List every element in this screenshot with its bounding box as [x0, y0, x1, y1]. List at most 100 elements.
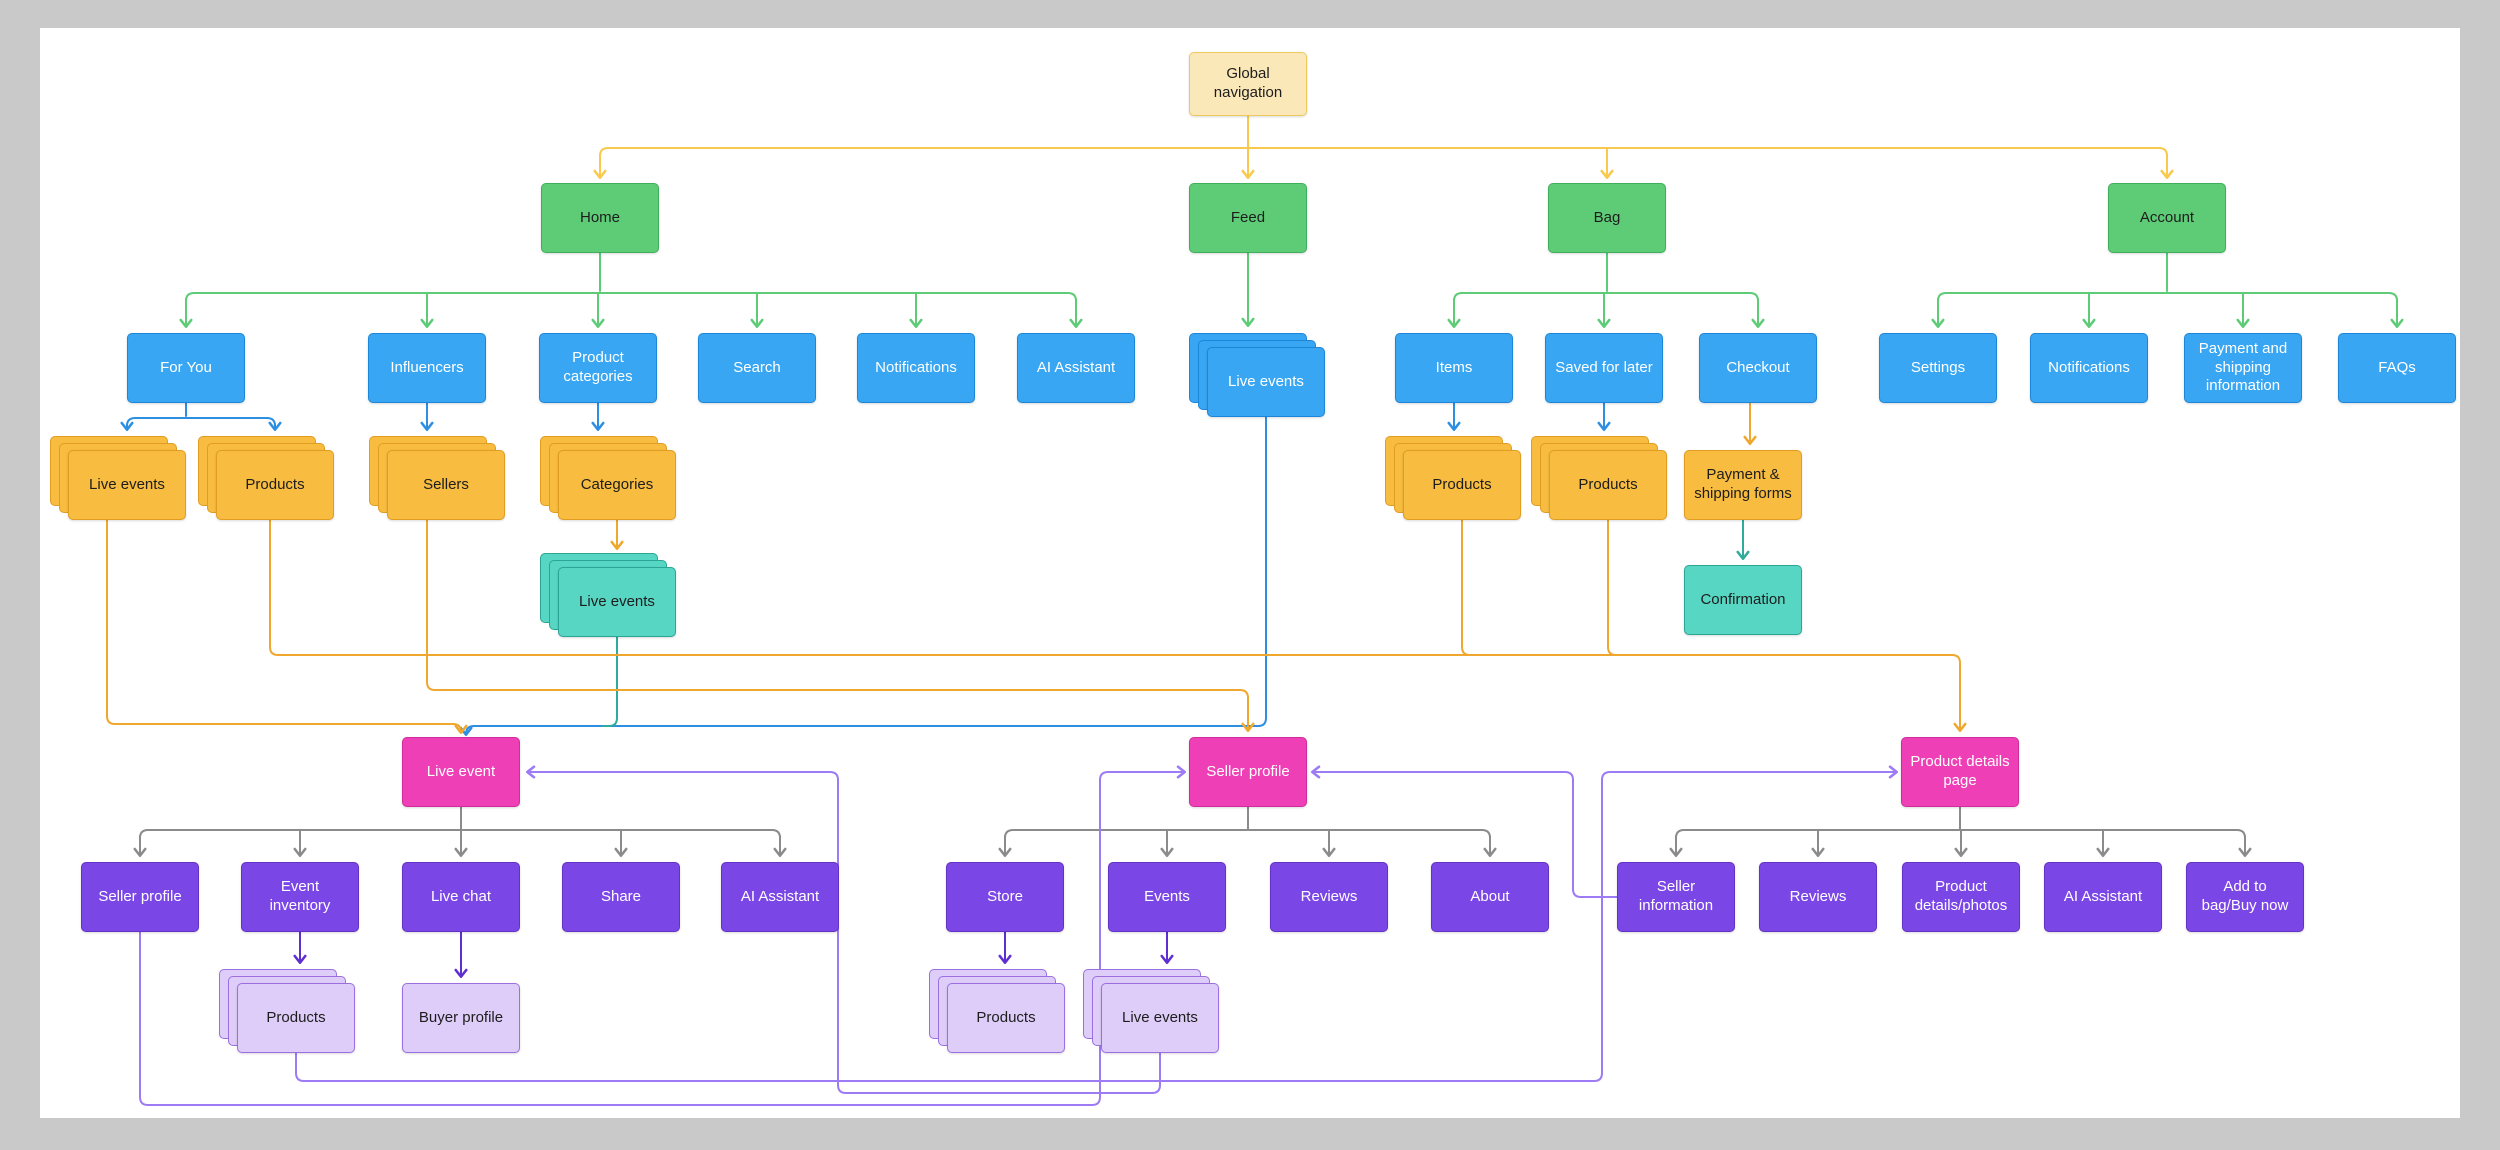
node-live-events-for-you[interactable]: Live events [50, 436, 186, 520]
node-influencers[interactable]: Influencers [368, 333, 486, 403]
node-card: Products [237, 983, 355, 1053]
node-card: Add to bag/Buy now [2186, 862, 2304, 932]
node-label: Payment and shipping information [2198, 339, 2288, 395]
node-checkout[interactable]: Checkout [1699, 333, 1817, 403]
node-label: Products [266, 1008, 326, 1026]
node-notifications-home[interactable]: Notifications [857, 333, 975, 403]
node-home[interactable]: Home [541, 183, 659, 253]
node-label: Products [1578, 475, 1638, 493]
node-feed[interactable]: Feed [1189, 183, 1307, 253]
node-live-event[interactable]: Live event [402, 737, 520, 807]
node-label: Buyer profile [418, 1008, 504, 1026]
node-label: Live events [89, 475, 165, 493]
node-products-for-you[interactable]: Products [198, 436, 334, 520]
node-label: Live events [579, 592, 655, 610]
node-add-to-bag-buy-now[interactable]: Add to bag/Buy now [2186, 862, 2304, 932]
node-product-details-photos[interactable]: Product details/photos [1902, 862, 2020, 932]
node-faqs[interactable]: FAQs [2338, 333, 2456, 403]
node-settings[interactable]: Settings [1879, 333, 1997, 403]
node-product-details-page[interactable]: Product details page [1901, 737, 2019, 807]
node-for-you[interactable]: For You [127, 333, 245, 403]
node-card: Event inventory [241, 862, 359, 932]
node-payment-shipping-forms[interactable]: Payment & shipping forms [1684, 450, 1802, 520]
node-card: Global navigation [1189, 52, 1307, 116]
node-card: Product categories [539, 333, 657, 403]
node-products-saved[interactable]: Products [1531, 436, 1667, 520]
node-items[interactable]: Items [1395, 333, 1513, 403]
node-label: Search [733, 358, 781, 376]
node-saved-for-later[interactable]: Saved for later [1545, 333, 1663, 403]
node-live-events-events[interactable]: Live events [1083, 969, 1219, 1053]
node-share[interactable]: Share [562, 862, 680, 932]
node-card: Live chat [402, 862, 520, 932]
node-buyer-profile[interactable]: Buyer profile [402, 983, 520, 1053]
node-card: Buyer profile [402, 983, 520, 1053]
node-categories[interactable]: Categories [540, 436, 676, 520]
node-label: Reviews [1300, 887, 1358, 905]
node-label: Products [245, 475, 305, 493]
node-reviews-seller[interactable]: Reviews [1270, 862, 1388, 932]
node-card: Categories [558, 450, 676, 520]
node-live-chat[interactable]: Live chat [402, 862, 520, 932]
node-label: Seller information [1638, 878, 1714, 914]
node-about[interactable]: About [1431, 862, 1549, 932]
node-global-navigation[interactable]: Global navigation [1189, 52, 1307, 116]
node-label: AI Assistant [1036, 358, 1116, 376]
node-card: Search [698, 333, 816, 403]
node-label: Seller profile [98, 887, 182, 905]
node-event-inventory[interactable]: Event inventory [241, 862, 359, 932]
node-events[interactable]: Events [1108, 862, 1226, 932]
node-bag[interactable]: Bag [1548, 183, 1666, 253]
node-label: Live events [1122, 1008, 1198, 1026]
node-label: About [1470, 887, 1510, 905]
node-notifications-account[interactable]: Notifications [2030, 333, 2148, 403]
node-card: Live events [1101, 983, 1219, 1053]
node-card: Notifications [857, 333, 975, 403]
node-live-events-feed[interactable]: Live events [1189, 333, 1325, 417]
node-label: Sellers [423, 475, 469, 493]
node-reviews-product[interactable]: Reviews [1759, 862, 1877, 932]
node-ai-assistant-product[interactable]: AI Assistant [2044, 862, 2162, 932]
node-live-events-categories[interactable]: Live events [540, 553, 676, 637]
node-card: Reviews [1270, 862, 1388, 932]
node-products-items[interactable]: Products [1385, 436, 1521, 520]
node-label: AI Assistant [2063, 887, 2143, 905]
node-card: Bag [1548, 183, 1666, 253]
node-card: Product details page [1901, 737, 2019, 807]
node-label: Bag [1593, 208, 1621, 226]
node-confirmation[interactable]: Confirmation [1684, 565, 1802, 635]
node-label: Live events [1228, 372, 1304, 390]
node-card: Account [2108, 183, 2226, 253]
node-card: Items [1395, 333, 1513, 403]
node-card: AI Assistant [2044, 862, 2162, 932]
node-seller-information[interactable]: Seller information [1617, 862, 1735, 932]
node-card: Confirmation [1684, 565, 1802, 635]
node-card: Live events [68, 450, 186, 520]
node-card: Products [1549, 450, 1667, 520]
node-sellers[interactable]: Sellers [369, 436, 505, 520]
node-card: Influencers [368, 333, 486, 403]
node-store[interactable]: Store [946, 862, 1064, 932]
node-account[interactable]: Account [2108, 183, 2226, 253]
node-label: Share [600, 887, 642, 905]
node-products-event-inventory[interactable]: Products [219, 969, 355, 1053]
node-card: About [1431, 862, 1549, 932]
node-seller-profile-page[interactable]: Seller profile [1189, 737, 1307, 807]
node-label: Influencers [390, 358, 464, 376]
node-products-store[interactable]: Products [929, 969, 1065, 1053]
node-card: Settings [1879, 333, 1997, 403]
node-product-categories[interactable]: Product categories [539, 333, 657, 403]
node-seller-profile-button[interactable]: Seller profile [81, 862, 199, 932]
node-card: Payment & shipping forms [1684, 450, 1802, 520]
node-label: Notifications [2048, 358, 2130, 376]
node-card: Product details/photos [1902, 862, 2020, 932]
node-label: Checkout [1726, 358, 1790, 376]
node-label: AI Assistant [740, 887, 820, 905]
node-ai-assistant-home[interactable]: AI Assistant [1017, 333, 1135, 403]
node-card: Saved for later [1545, 333, 1663, 403]
node-payment-shipping-information[interactable]: Payment and shipping information [2184, 333, 2302, 403]
node-card: Sellers [387, 450, 505, 520]
node-search[interactable]: Search [698, 333, 816, 403]
node-ai-assistant-live-event[interactable]: AI Assistant [721, 862, 839, 932]
